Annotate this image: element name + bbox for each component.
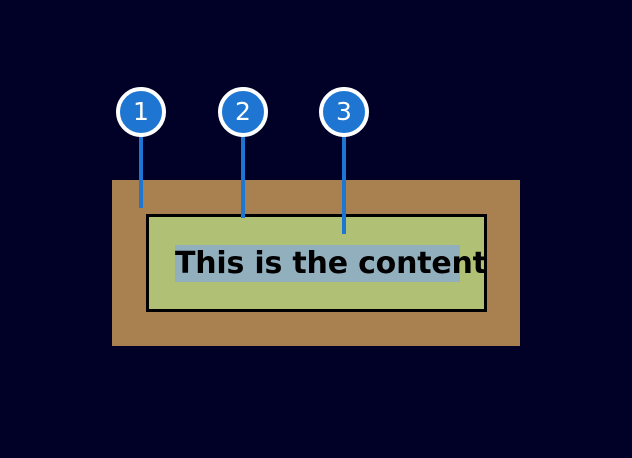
callout-badge-1[interactable]: 1 xyxy=(116,87,166,137)
callout-badge-3[interactable]: 3 xyxy=(319,87,369,137)
callout-badge-2[interactable]: 2 xyxy=(218,87,268,137)
content-text: This is the content xyxy=(175,245,487,282)
callout-leader-line-3 xyxy=(342,134,346,234)
callout-leader-line-2 xyxy=(241,134,245,218)
callout-leader-line-1 xyxy=(139,134,143,208)
